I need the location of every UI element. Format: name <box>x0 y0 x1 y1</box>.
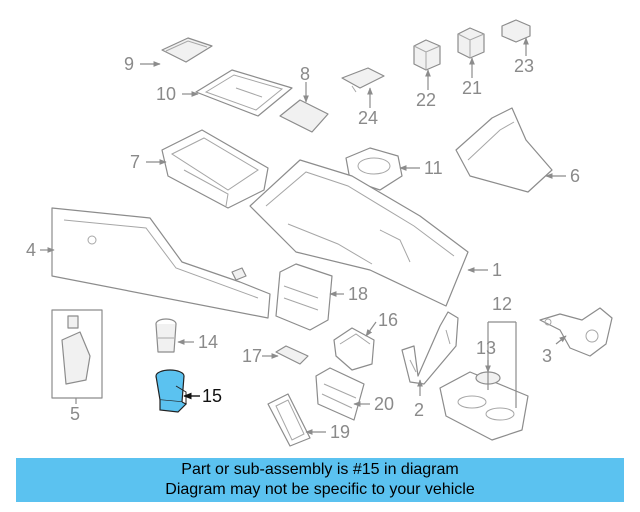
part-16-lid[interactable] <box>333 327 375 371</box>
part-24-tray[interactable] <box>341 67 385 93</box>
callout-9[interactable]: 9 <box>124 54 134 74</box>
callout-24[interactable]: 24 <box>358 108 378 128</box>
callout-10[interactable]: 10 <box>156 84 176 104</box>
part-4-side-panel[interactable] <box>51 207 271 319</box>
part-17-connector[interactable] <box>275 345 309 365</box>
callout-11[interactable]: 11 <box>424 158 443 178</box>
part-7-storage-bin[interactable] <box>161 129 269 209</box>
leader-12 <box>487 321 517 408</box>
callout-3[interactable]: 3 <box>542 346 552 366</box>
callout-4[interactable]: 4 <box>26 240 36 260</box>
callout-6[interactable]: 6 <box>570 166 580 186</box>
leader-16 <box>365 321 377 337</box>
part-5-bracket[interactable] <box>51 309 103 399</box>
part-8-mat[interactable] <box>279 99 329 133</box>
callout-1[interactable]: 1 <box>492 260 502 280</box>
part-19-mat[interactable] <box>267 393 311 447</box>
part-23-switch[interactable] <box>501 19 531 43</box>
part-6-side-trim[interactable] <box>455 107 553 193</box>
part-14-socket[interactable] <box>155 318 177 353</box>
callout-21[interactable]: 21 <box>462 78 482 98</box>
callout-12[interactable]: 12 <box>492 294 512 314</box>
callout-16[interactable]: 16 <box>378 310 398 330</box>
callout-23[interactable]: 23 <box>514 56 534 76</box>
leader-3 <box>555 335 567 345</box>
part-1-center-console[interactable] <box>249 159 469 307</box>
info-banner: Part or sub-assembly is #15 in diagram D… <box>16 458 624 502</box>
part-10-trim-bezel[interactable] <box>195 69 293 117</box>
callout-18[interactable]: 18 <box>348 284 368 304</box>
callout-2[interactable]: 2 <box>414 400 424 420</box>
part-12-cup-holder-assembly[interactable] <box>439 371 529 441</box>
callout-22[interactable]: 22 <box>416 90 436 110</box>
callout-7[interactable]: 7 <box>130 152 140 172</box>
part-21-switch[interactable] <box>457 27 485 59</box>
callout-20[interactable]: 20 <box>374 394 394 414</box>
part-22-switch[interactable] <box>413 39 441 71</box>
banner-line-disclaimer: Diagram may not be specific to your vehi… <box>165 481 475 498</box>
exploded-parts-diagram: 9 10 8 24 22 21 23 7 11 6 1 4 18 5 14 15… <box>26 19 613 447</box>
part-18-module[interactable] <box>275 263 333 331</box>
callout-15[interactable]: 15 <box>202 386 222 406</box>
callout-5[interactable]: 5 <box>70 404 80 424</box>
part-9-pad[interactable] <box>161 37 213 63</box>
callout-14[interactable]: 14 <box>198 332 218 352</box>
callout-17[interactable]: 17 <box>242 346 262 366</box>
callout-19[interactable]: 19 <box>330 422 350 442</box>
banner-line-part-number: Part or sub-assembly is #15 in diagram <box>181 461 459 478</box>
callout-13[interactable]: 13 <box>476 338 496 358</box>
callout-8[interactable]: 8 <box>300 64 310 84</box>
part-15-cup-holder-highlighted[interactable] <box>155 369 188 413</box>
part-2-bracket[interactable] <box>401 311 459 385</box>
part-20-base-panel[interactable] <box>315 367 365 421</box>
